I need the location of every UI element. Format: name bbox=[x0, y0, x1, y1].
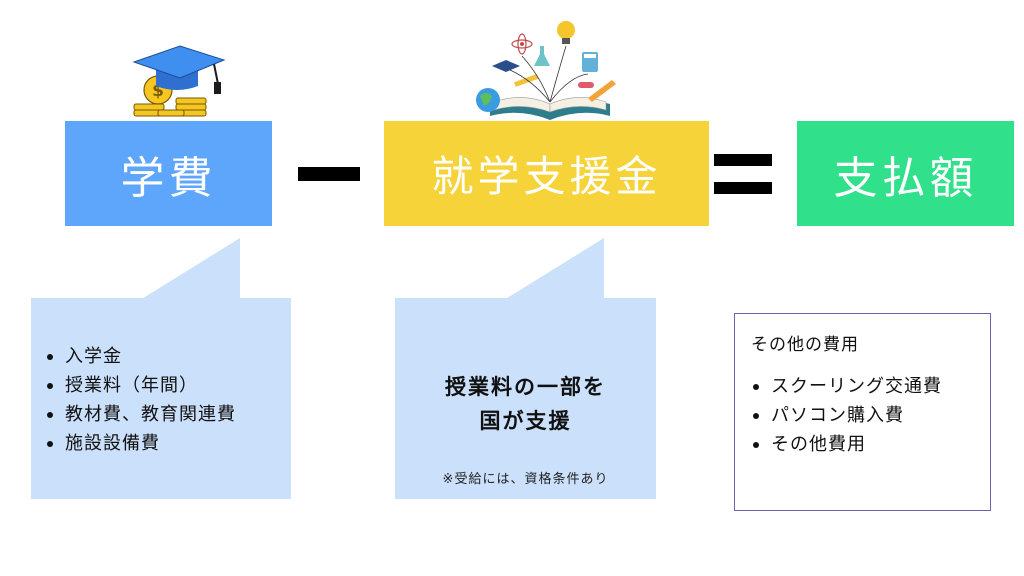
bullet-icon bbox=[753, 441, 759, 448]
list-item-label: 入学金 bbox=[65, 346, 122, 367]
bullet-icon bbox=[47, 440, 53, 447]
list-item-label: その他費用 bbox=[771, 434, 866, 455]
list-item: その他費用 bbox=[753, 430, 942, 459]
minus-operator bbox=[298, 167, 360, 181]
bullet-icon bbox=[753, 412, 759, 419]
equals-operator-top-bar bbox=[714, 154, 772, 166]
aid-details-bubble: 授業料の一部を 国が支援 ※受給には、資格条件あり bbox=[395, 298, 656, 499]
tuition-label: 学費 bbox=[120, 152, 217, 204]
list-item: 授業料（年間） bbox=[47, 371, 236, 400]
list-item-label: 教材費、教育関連費 bbox=[65, 404, 236, 425]
list-item: 施設設備費 bbox=[47, 429, 236, 458]
open-book-ideas-icon bbox=[476, 21, 616, 120]
aid-box: 就学支援金 bbox=[384, 121, 709, 226]
list-item: 入学金 bbox=[47, 342, 236, 371]
graduation-cap-coins-icon: $ bbox=[132, 45, 226, 117]
bullet-icon bbox=[47, 411, 53, 418]
tuition-bubble-tail bbox=[140, 238, 240, 300]
bullet-icon bbox=[47, 382, 53, 389]
list-item-label: 施設設備費 bbox=[65, 433, 160, 454]
aid-description-line-2: 国が支援 bbox=[479, 409, 572, 433]
tuition-box: 学費 bbox=[65, 121, 272, 226]
list-item-label: 授業料（年間） bbox=[65, 375, 198, 396]
tuition-details-list: 入学金 授業料（年間） 教材費、教育関連費 施設設備費 bbox=[47, 342, 236, 458]
list-item: 教材費、教育関連費 bbox=[47, 400, 236, 429]
bullet-icon bbox=[753, 383, 759, 390]
payment-label: 支払額 bbox=[833, 152, 978, 204]
aid-label: 就学支援金 bbox=[431, 152, 662, 201]
equals-operator-bottom-bar bbox=[714, 182, 772, 194]
list-item: スクーリング交通費 bbox=[753, 372, 942, 401]
list-item-label: パソコン購入費 bbox=[771, 405, 904, 426]
aid-eligibility-note: ※受給には、資格条件あり bbox=[442, 472, 609, 487]
bullet-icon bbox=[47, 353, 53, 360]
list-item-label: スクーリング交通費 bbox=[771, 376, 942, 397]
list-item: パソコン購入費 bbox=[753, 401, 942, 430]
aid-description: 授業料の一部を 国が支援 bbox=[395, 370, 656, 438]
other-costs-box: その他の費用 スクーリング交通費 パソコン購入費 その他費用 bbox=[734, 313, 991, 511]
aid-bubble-tail bbox=[504, 238, 604, 300]
aid-description-line-1: 授業料の一部を bbox=[445, 375, 606, 399]
svg-text:$: $ bbox=[152, 81, 164, 101]
other-costs-title: その他の費用 bbox=[751, 335, 859, 355]
payment-box: 支払額 bbox=[797, 121, 1014, 226]
tuition-details-bubble: 入学金 授業料（年間） 教材費、教育関連費 施設設備費 bbox=[31, 298, 291, 499]
other-costs-list: スクーリング交通費 パソコン購入費 その他費用 bbox=[753, 372, 942, 459]
